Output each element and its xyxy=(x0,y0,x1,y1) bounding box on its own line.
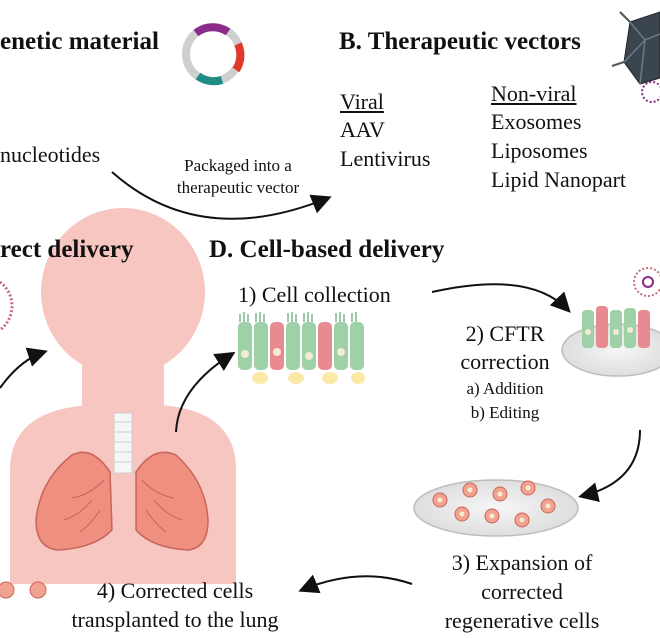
transplant-arrow xyxy=(298,574,413,594)
plasmid-icon xyxy=(182,23,245,86)
nonviral-item-liposomes: Liposomes xyxy=(491,138,588,163)
liposome-icon xyxy=(0,280,14,332)
nonviral-item-exosomes: Exosomes xyxy=(491,109,582,134)
nonviral-header-text: Non-viral xyxy=(491,81,577,106)
packaging-label-line1: Packaged into a xyxy=(184,156,292,175)
step-3-line2: corrected xyxy=(481,579,563,604)
viral-item-lentivirus: Lentivirus xyxy=(340,146,431,171)
step-4-line1: 4) Corrected cells xyxy=(96,578,254,603)
correction-arrow xyxy=(578,429,641,502)
step-4-line2: transplanted to the lung xyxy=(71,607,279,632)
lung-to-cells-arrow xyxy=(175,351,236,433)
step-1-label: 1) Cell collection xyxy=(238,282,391,307)
step-2-sub-a: a) Addition xyxy=(466,379,544,398)
collection-arrow xyxy=(431,283,571,313)
panel-a-item: nucleotides xyxy=(0,142,101,167)
step-3-line1: 3) Expansion of xyxy=(451,550,593,575)
panel-b-title: B. Therapeutic vectors xyxy=(339,28,581,55)
panel-a-title: enetic material xyxy=(0,28,159,55)
viral-item-aav: AAV xyxy=(340,117,385,142)
step-3-line3: regenerative cells xyxy=(444,608,600,633)
direct-delivery-arrow xyxy=(0,347,48,389)
packaging-arrow xyxy=(111,171,332,220)
panel-d-title: D. Cell-based delivery xyxy=(209,236,445,263)
culture-dish-expansion xyxy=(413,479,579,537)
viral-header: Viral xyxy=(340,89,384,114)
lungs-illustration xyxy=(35,451,209,551)
nonviral-header: Non-viral xyxy=(491,81,577,106)
step-2-sub-b: b) Editing xyxy=(470,403,540,422)
panel-c-title: rect delivery xyxy=(0,236,134,263)
step-2-line2: correction xyxy=(460,349,550,374)
airway-cells xyxy=(238,312,365,384)
packaging-label-line2: therapeutic vector xyxy=(176,178,300,197)
culture-dish-correction xyxy=(561,267,660,377)
step-2-line1: 2) CFTR xyxy=(465,321,545,346)
viral-header-text: Viral xyxy=(340,89,384,114)
transplanted-cells xyxy=(0,581,47,599)
trachea xyxy=(113,412,133,474)
virus-icon xyxy=(611,11,660,103)
nonviral-item-lipid-nanoparticles: Lipid Nanopart xyxy=(491,167,627,192)
